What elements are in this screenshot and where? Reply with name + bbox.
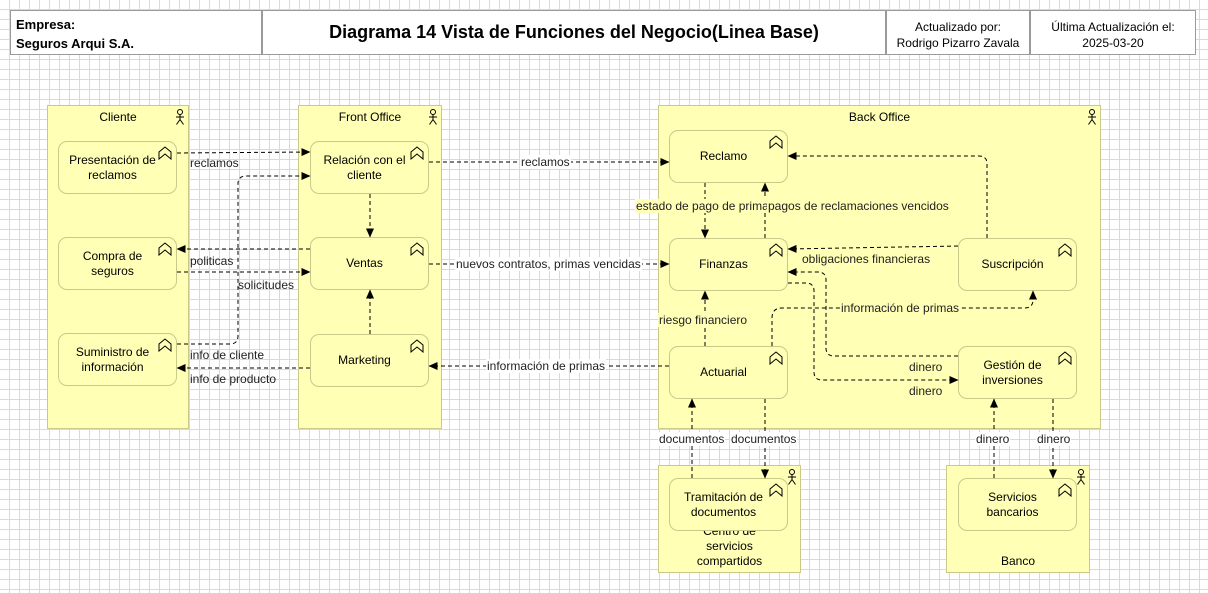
flow-label-solicitudes: solicitudes [238, 278, 295, 292]
flow-label-info-producto: info de producto [190, 372, 277, 386]
flow-label-informacion-primas: información de primas [840, 301, 961, 315]
last-update-cell: Última Actualización el: 2025-03-20 [1030, 10, 1196, 55]
function-finanzas[interactable]: Finanzas [669, 238, 788, 291]
function-chevron-icon [1058, 243, 1072, 257]
function-label: Finanzas [699, 257, 748, 271]
function-label: Ventas [346, 256, 383, 270]
flow-label-nuevos-contratos: nuevos contratos, primas vencidas [455, 257, 642, 271]
function-label: Marketing [338, 353, 391, 367]
function-reclamo[interactable]: Reclamo [669, 130, 788, 183]
function-marketing[interactable]: Marketing [310, 334, 429, 387]
function-chevron-icon [158, 338, 172, 352]
function-chevron-icon [1058, 483, 1072, 497]
last-update-date: 2025-03-20 [1082, 36, 1144, 50]
flow-label-dinero: dinero [1036, 432, 1072, 446]
actor-icon [1088, 109, 1096, 125]
flow-label-pagos-reclamaciones: pagos de reclamaciones vencidos [767, 199, 950, 213]
group-back-office-label: Back Office [848, 110, 911, 124]
function-chevron-icon [410, 146, 424, 160]
function-ventas[interactable]: Ventas [310, 237, 429, 290]
flow-label-riesgo: riesgo financiero [658, 313, 749, 327]
company-cell: Empresa: Seguros Arqui S.A. [10, 10, 262, 55]
function-chevron-icon [410, 242, 424, 256]
function-tramitacion-documentos[interactable]: Tramitación de documentos [669, 478, 788, 531]
function-chevron-icon [769, 483, 783, 497]
flow-label-info-cliente: info de cliente [190, 348, 265, 362]
function-label: Servicios bancarios [986, 489, 1039, 519]
flow-reclamos-presentacion-relacion[interactable] [176, 148, 311, 157]
function-chevron-icon [769, 351, 783, 365]
function-chevron-icon [769, 135, 783, 149]
function-label: Reclamo [699, 149, 748, 163]
function-label: Suscripción [981, 257, 1044, 271]
function-label: Actuarial [700, 365, 747, 379]
last-update-label: Última Actualización el: [1051, 20, 1175, 34]
function-label: Tramitación de documentos [684, 489, 763, 519]
function-chevron-icon [1058, 351, 1072, 365]
function-label: Presentación de reclamos [69, 152, 156, 182]
flow-label-reclamos: reclamos [520, 155, 571, 169]
updated-by-label: Actualizado por: [914, 20, 1002, 34]
flow-label-documentos: documentos [730, 432, 798, 446]
group-front-office-label: Front Office [338, 110, 402, 124]
updated-by-name: Rodrigo Pizarro Zavala [896, 36, 1020, 50]
company-label: Empresa: [16, 17, 76, 32]
group-cliente-label: Cliente [99, 110, 137, 124]
flow-dinero-finanzas-gestion[interactable] [788, 282, 959, 384]
function-chevron-icon [158, 242, 172, 256]
function-chevron-icon [158, 146, 172, 160]
group-banco-label: Banco [1000, 554, 1036, 568]
flow-label-dinero: dinero [908, 384, 944, 398]
updated-by-cell: Actualizado por: Rodrigo Pizarro Zavala [886, 10, 1030, 55]
function-servicios-bancarios[interactable]: Servicios bancarios [958, 478, 1077, 531]
function-suscripcion[interactable]: Suscripción [958, 238, 1077, 291]
company-name: Seguros Arqui S.A. [16, 36, 134, 51]
flow-dinero-gestion-finanzas[interactable] [787, 268, 958, 357]
function-label: Compra de seguros [82, 248, 143, 278]
flow-label-documentos: documentos [658, 432, 726, 446]
flow-label-politicas: politicas [190, 254, 234, 268]
flow-label-estado-pago: estado de pago de prima [635, 199, 770, 213]
flow-label-dinero: dinero [908, 360, 944, 374]
function-compra-seguros[interactable]: Compra de seguros [58, 237, 177, 290]
actor-icon [176, 109, 184, 125]
flow-label-dinero: dinero [975, 432, 1011, 446]
function-label: Suministro de información [75, 344, 150, 374]
flow-suscripcion-reclamo[interactable] [787, 152, 988, 238]
function-chevron-icon [769, 243, 783, 257]
function-relacion-cliente[interactable]: Relación con el cliente [310, 141, 429, 194]
function-label: Relación con el cliente [323, 152, 406, 182]
flow-informacion-primas-suscripcion[interactable] [771, 290, 1037, 346]
function-presentacion-reclamos[interactable]: Presentación de reclamos [58, 141, 177, 194]
function-suministro-informacion[interactable]: Suministro de información [58, 333, 177, 386]
function-gestion-inversiones[interactable]: Gestión de inversiones [958, 346, 1077, 399]
flow-obligaciones[interactable] [787, 244, 959, 253]
function-label: Gestión de inversiones [982, 357, 1043, 387]
actor-icon [788, 469, 796, 485]
function-chevron-icon [410, 339, 424, 353]
flow-label-obligaciones: obligaciones financieras [801, 252, 932, 266]
function-actuarial[interactable]: Actuarial [669, 346, 788, 399]
flow-label-reclamos: reclamos [190, 156, 239, 170]
diagram-title: Diagrama 14 Vista de Funciones del Negoc… [262, 10, 886, 55]
actor-icon [429, 109, 437, 125]
flow-info-cliente[interactable] [177, 172, 311, 345]
flow-label-informacion-primas: información de primas [486, 359, 607, 373]
actor-icon [1077, 469, 1085, 485]
